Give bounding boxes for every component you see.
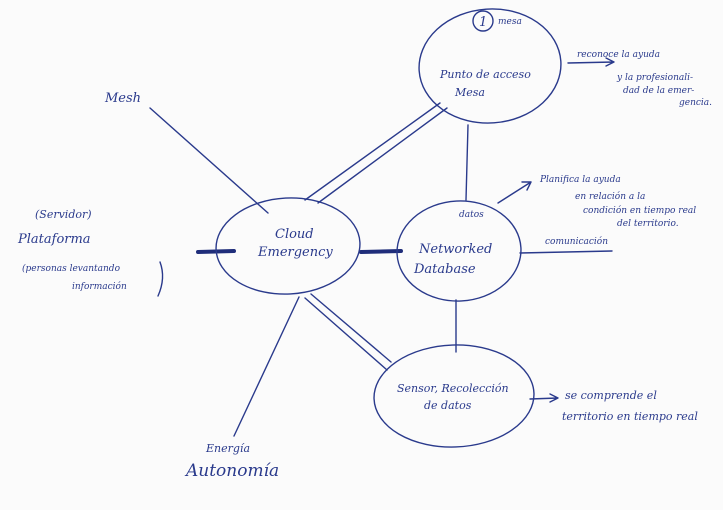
database-label-line2: Database: [413, 262, 476, 277]
access-label-line1: Punto de acceso: [439, 68, 531, 81]
connector-database-comunicacion: [519, 250, 613, 254]
connector-access-database: [465, 124, 469, 201]
personas-bracket-right: [157, 261, 164, 297]
plataforma-label: Plataforma: [17, 232, 91, 247]
cloud-label-line2: Emergency: [257, 245, 333, 260]
node-sensor: [373, 344, 535, 448]
step-number: 1: [479, 15, 487, 30]
node-networked-database: [396, 200, 522, 302]
energia-label: Energía: [205, 442, 250, 455]
personas-label-line2: información: [72, 281, 127, 292]
access-annotation-line2: y la profesionali-: [616, 73, 693, 83]
arrows: [497, 57, 615, 403]
sensor-annotation-line1: se comprende el: [565, 389, 657, 402]
database-annotation-line3: condición en tiempo real: [583, 205, 696, 216]
datos-label: datos: [459, 210, 484, 220]
database-label-line1: Networked: [418, 242, 492, 257]
arrow-access-annotation: [567, 57, 615, 67]
connector-cloud-access-b: [317, 107, 448, 204]
step-number-suffix: mesa: [498, 17, 522, 27]
sensor-label-line2: de datos: [424, 399, 472, 412]
access-annotation-line1: reconoce la ayuda: [577, 50, 660, 60]
connectors: [149, 102, 613, 437]
arrow-sensor-annotation: [529, 393, 559, 403]
sensor-label-line1: Sensor, Recolección: [397, 382, 509, 395]
arrow-database-annotation: [497, 181, 532, 204]
connector-cloud-sensor-b: [310, 293, 392, 363]
database-annotation-line4: del territorio.: [617, 219, 679, 229]
node-cloud-emergency: [215, 197, 361, 295]
node-access-point: [418, 8, 562, 124]
connector-mesh-cloud: [149, 107, 269, 214]
access-label-line2: Mesa: [454, 86, 485, 99]
access-annotation-line3: dad de la emer-: [623, 86, 694, 96]
autonomia-label: Autonomía: [184, 461, 279, 481]
cloud-label-line1: Cloud: [275, 227, 314, 242]
database-annotation-line1: Planifica la ayuda: [539, 175, 621, 185]
database-annotation-line2: en relación a la: [575, 191, 645, 202]
servidor-label: (Servidor): [35, 208, 92, 221]
sensor-annotation-line2: territorio en tiempo real: [562, 410, 698, 423]
personas-label-line1: (personas levantando: [22, 263, 121, 274]
comunicacion-label: comunicación: [545, 236, 608, 247]
connector-cloud-energy: [233, 296, 300, 437]
access-annotation-line4: gencia.: [679, 98, 712, 108]
mesh-label: Mesh: [104, 91, 141, 106]
connector-cloud-access-a: [304, 102, 441, 201]
step-number-circle: [472, 10, 494, 32]
connector-cloud-sensor-a: [304, 297, 388, 371]
thick-bar-middle: [359, 249, 403, 254]
